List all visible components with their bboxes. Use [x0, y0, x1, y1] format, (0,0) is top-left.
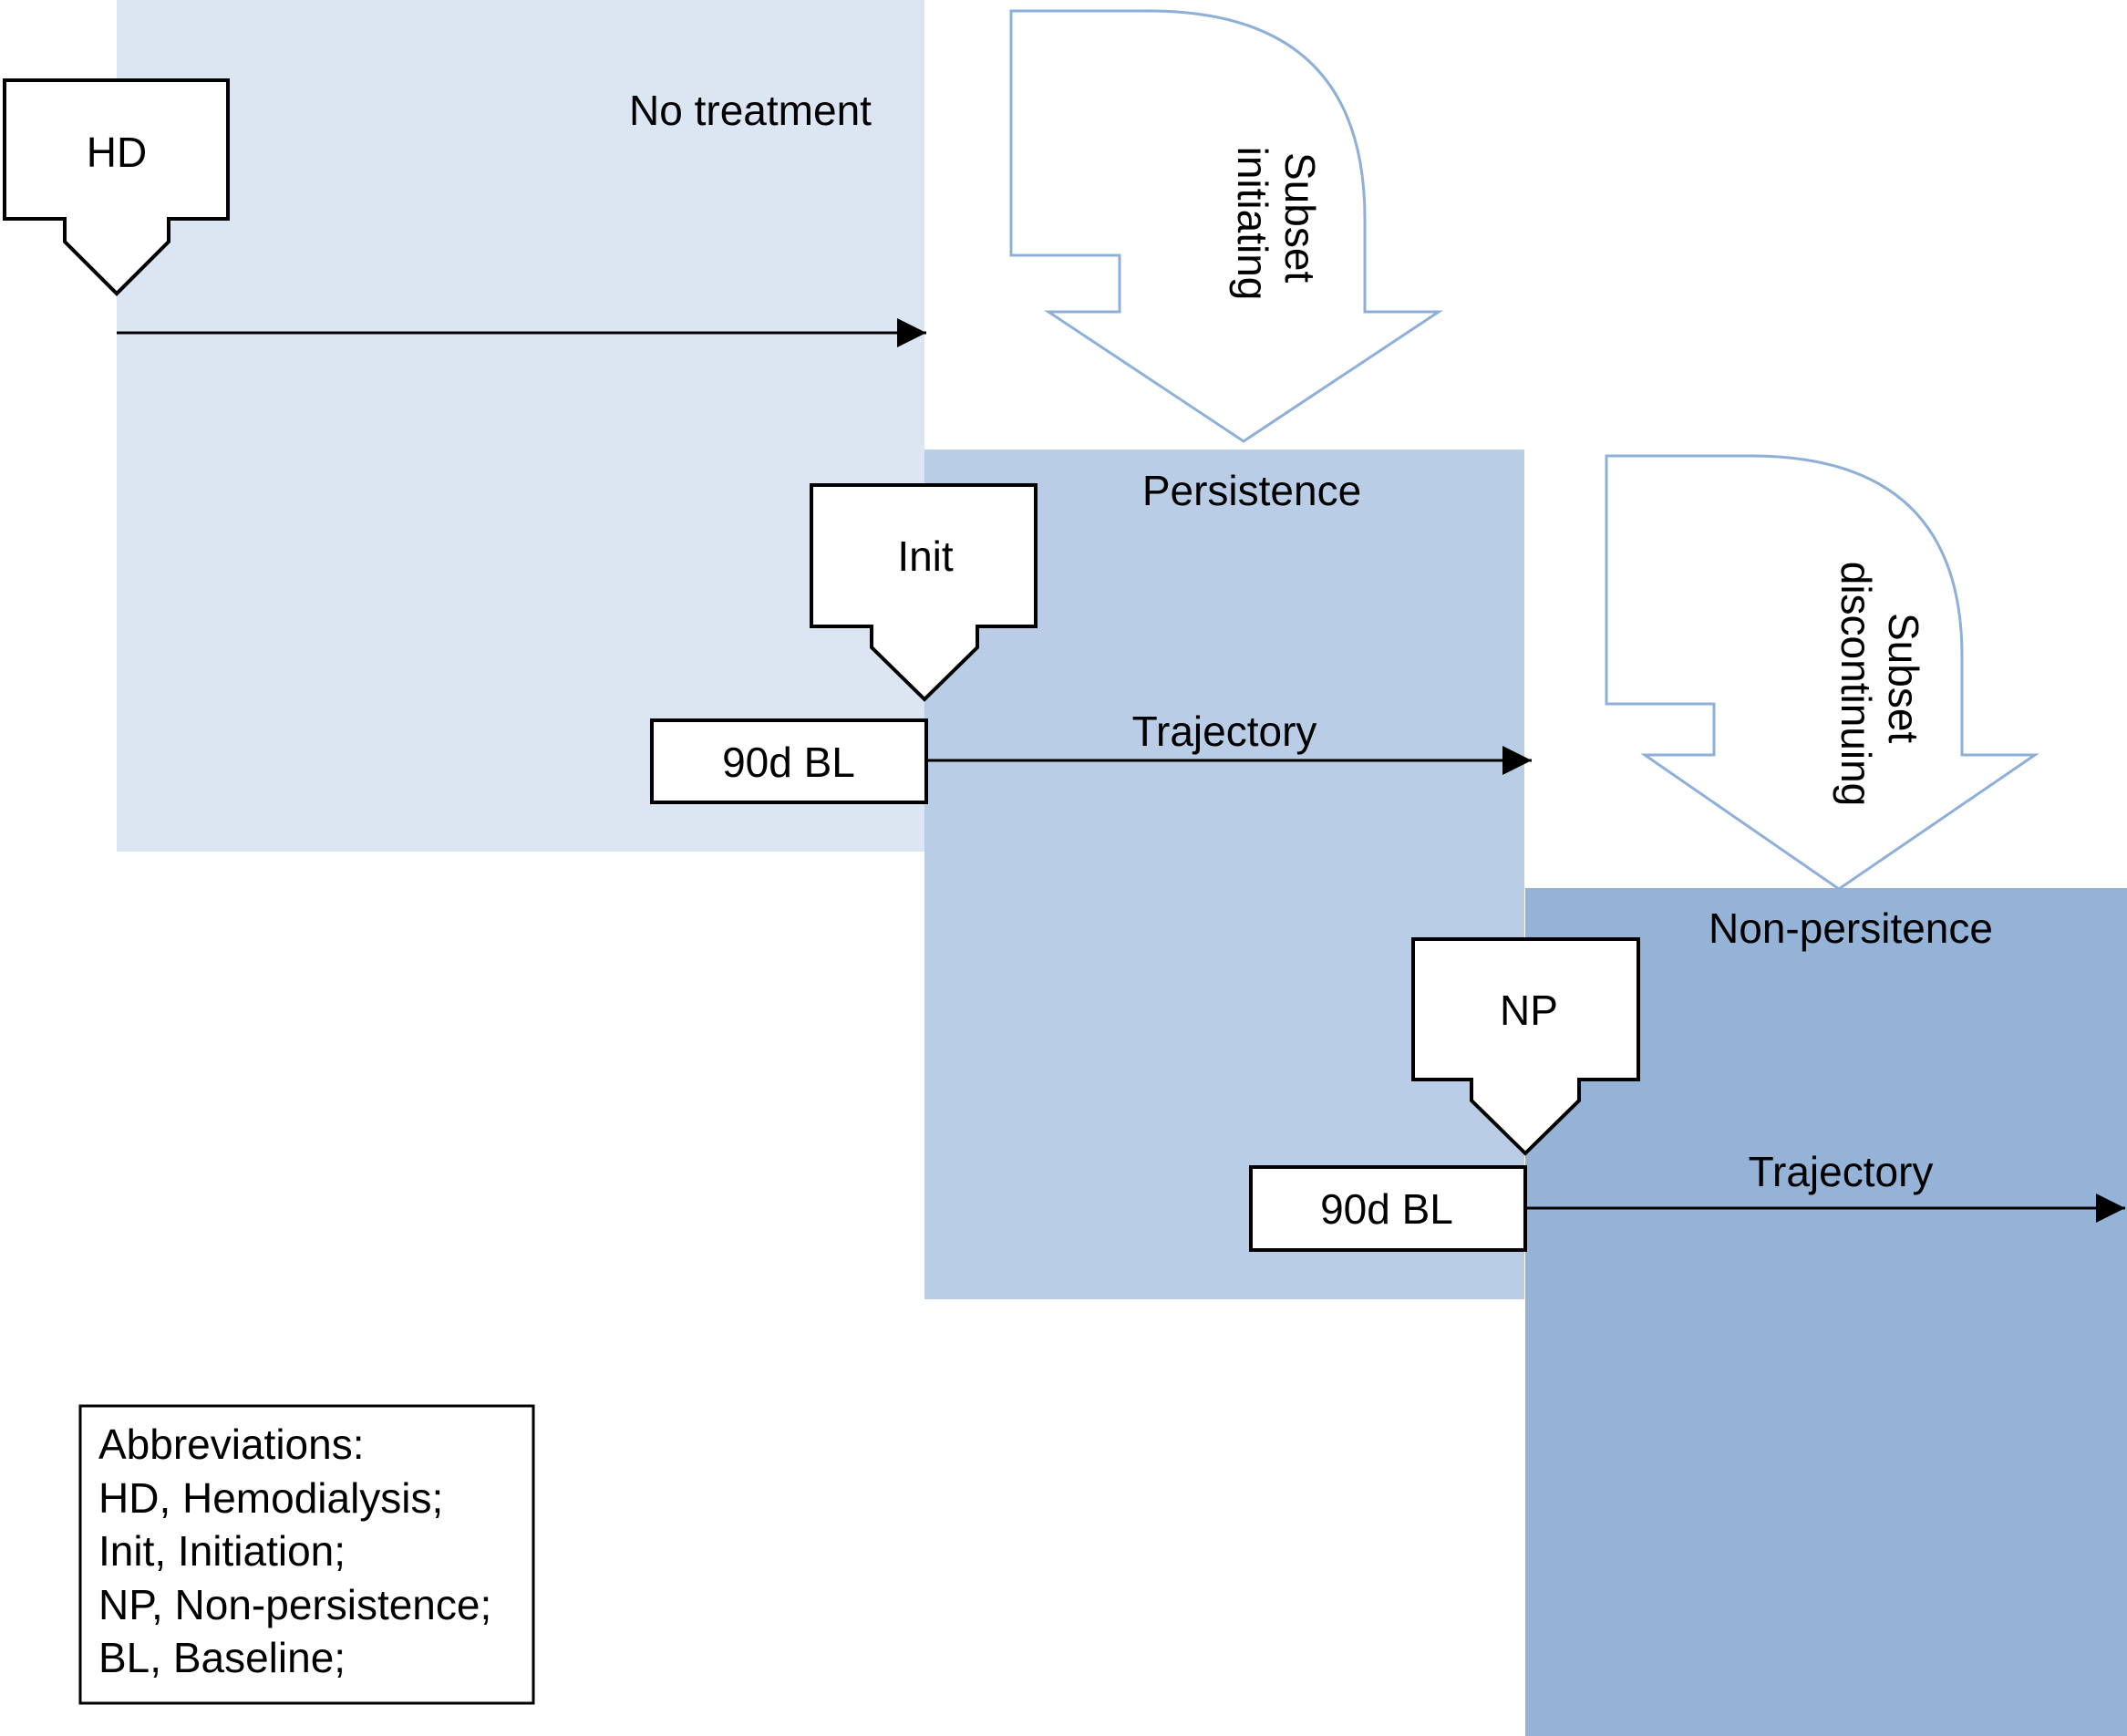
abbreviation-item: Init, Initiation;	[98, 1527, 346, 1575]
no-treatment-label: No treatment	[629, 87, 872, 134]
non-persistence-trajectory-label: Trajectory	[1749, 1148, 1934, 1195]
non-persistence-baseline-label: 90d BL	[1320, 1185, 1453, 1233]
subset-discontinuing-arrow	[1605, 454, 2039, 891]
persistence-baseline-label: 90d BL	[722, 739, 855, 786]
np-event-arrow	[1411, 937, 1640, 1156]
init-event-arrow	[810, 483, 1038, 702]
abbreviation-item: NP, Non-persistence;	[98, 1581, 491, 1628]
persistence-trajectory-label: Trajectory	[1132, 708, 1317, 755]
init-event-label: Init	[897, 532, 954, 580]
persistence-baseline-box	[650, 718, 928, 804]
subset-initiating-label: Subset initiating	[1229, 147, 1324, 301]
hd-event-arrow	[3, 78, 230, 296]
no-treatment-region	[117, 0, 924, 852]
abbreviations-box	[78, 1404, 535, 1705]
subset-discontinuing-label: Subset discontinuing	[1833, 562, 1927, 807]
hd-event-label: HD	[87, 129, 147, 176]
persistence-label: Persistence	[1142, 467, 1361, 514]
abbreviation-item: HD, Hemodialysis;	[98, 1474, 443, 1522]
abbreviation-item: BL, Baseline;	[98, 1634, 346, 1681]
np-event-label: NP	[1500, 987, 1558, 1034]
abbreviations-title: Abbreviations:	[98, 1421, 365, 1468]
non-persistence-baseline-box	[1249, 1165, 1527, 1252]
subset-initiating-arrow	[1009, 9, 1443, 443]
non-persistence-label: Non-persitence	[1709, 904, 1993, 952]
